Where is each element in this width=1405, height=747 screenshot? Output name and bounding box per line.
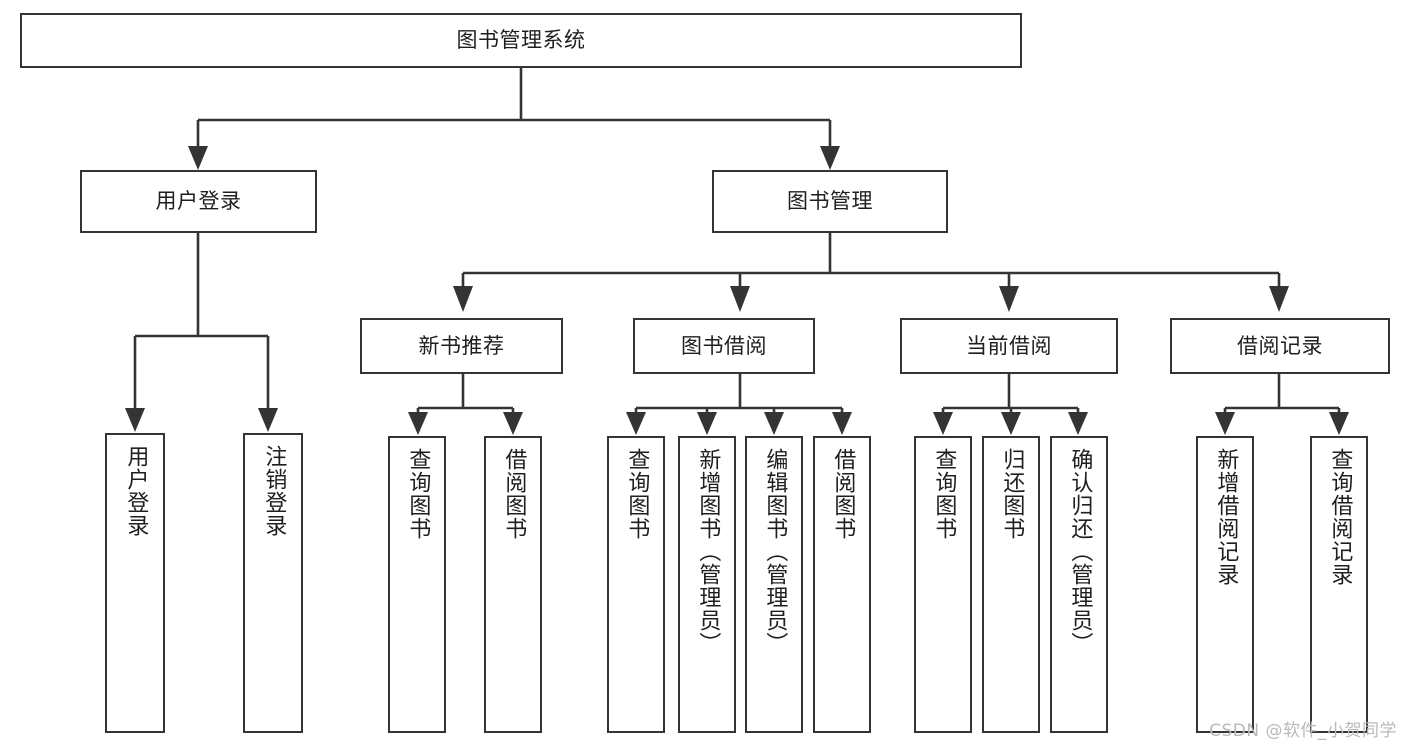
arrow-record-l1 bbox=[1215, 412, 1235, 435]
leaf-user-login-login[interactable]: 用户登录 bbox=[105, 433, 165, 733]
leaf-borrow-record-add[interactable]: 新增借阅记录 bbox=[1196, 436, 1254, 733]
node-book-management[interactable]: 图书管理 bbox=[712, 170, 948, 233]
leaf-label: 查询图书 bbox=[624, 448, 650, 540]
node-new-book-recommend-label: 新书推荐 bbox=[418, 333, 505, 358]
arrow-borrow-l1 bbox=[626, 412, 646, 435]
leaf-label: 确认归还（管理员） bbox=[1067, 448, 1093, 655]
node-new-book-recommend[interactable]: 新书推荐 bbox=[360, 318, 563, 374]
arrow-book-c1 bbox=[453, 286, 473, 312]
leaf-book-borrow-borrow[interactable]: 借阅图书 bbox=[813, 436, 871, 733]
node-current-borrow[interactable]: 当前借阅 bbox=[900, 318, 1118, 374]
leaf-user-login-logout[interactable]: 注销登录 bbox=[243, 433, 303, 733]
leaf-new-book-borrow[interactable]: 借阅图书 bbox=[484, 436, 542, 733]
arrow-user-l2 bbox=[258, 408, 278, 432]
leaf-book-borrow-edit[interactable]: 编辑图书（管理员） bbox=[745, 436, 803, 733]
leaf-label: 新增图书（管理员） bbox=[695, 448, 721, 655]
arrow-borrow-l2 bbox=[697, 412, 717, 435]
node-book-borrow[interactable]: 图书借阅 bbox=[633, 318, 815, 374]
arrow-record-l2 bbox=[1329, 412, 1349, 435]
arrow-new-l2 bbox=[503, 412, 523, 435]
node-root-label: 图书管理系统 bbox=[456, 28, 586, 53]
arrow-root-to-book bbox=[820, 146, 840, 170]
arrow-book-c2 bbox=[730, 286, 750, 312]
leaf-current-borrow-confirm-return[interactable]: 确认归还（管理员） bbox=[1050, 436, 1108, 733]
arrow-book-c3 bbox=[999, 286, 1019, 312]
leaf-label: 查询图书 bbox=[405, 448, 431, 540]
node-user-login-label: 用户登录 bbox=[155, 189, 242, 214]
arrow-current-l1 bbox=[933, 412, 953, 435]
arrow-book-c4 bbox=[1269, 286, 1289, 312]
leaf-book-borrow-query[interactable]: 查询图书 bbox=[607, 436, 665, 733]
node-book-borrow-label: 图书借阅 bbox=[681, 333, 767, 358]
leaf-label: 查询图书 bbox=[931, 448, 957, 540]
node-user-login[interactable]: 用户登录 bbox=[80, 170, 317, 233]
arrow-new-l1 bbox=[408, 412, 428, 435]
leaf-current-borrow-return[interactable]: 归还图书 bbox=[982, 436, 1040, 733]
arrow-current-l3 bbox=[1068, 412, 1088, 435]
node-borrow-record-label: 借阅记录 bbox=[1237, 333, 1323, 358]
arrow-root-to-user bbox=[188, 146, 208, 170]
leaf-label: 查询借阅记录 bbox=[1327, 448, 1353, 586]
node-current-borrow-label: 当前借阅 bbox=[966, 333, 1052, 358]
leaf-label: 编辑图书（管理员） bbox=[762, 448, 788, 655]
leaf-borrow-record-query[interactable]: 查询借阅记录 bbox=[1310, 436, 1368, 733]
leaf-label: 新增借阅记录 bbox=[1213, 448, 1239, 586]
leaf-new-book-query[interactable]: 查询图书 bbox=[388, 436, 446, 733]
arrow-borrow-l3 bbox=[764, 412, 784, 435]
leaf-label: 借阅图书 bbox=[501, 448, 527, 540]
node-root[interactable]: 图书管理系统 bbox=[20, 13, 1022, 68]
arrow-current-l2 bbox=[1001, 412, 1021, 435]
leaf-label: 借阅图书 bbox=[830, 448, 856, 540]
leaf-label: 用户登录 bbox=[123, 445, 149, 537]
node-borrow-record[interactable]: 借阅记录 bbox=[1170, 318, 1390, 374]
arrow-user-l1 bbox=[125, 408, 145, 432]
leaf-book-borrow-add[interactable]: 新增图书（管理员） bbox=[678, 436, 736, 733]
arrow-borrow-l4 bbox=[832, 412, 852, 435]
node-book-management-label: 图书管理 bbox=[787, 189, 873, 214]
watermark: CSDN @软件_小贺同学 bbox=[1209, 721, 1397, 741]
leaf-label: 注销登录 bbox=[261, 445, 287, 537]
leaf-current-borrow-query[interactable]: 查询图书 bbox=[914, 436, 972, 733]
leaf-label: 归还图书 bbox=[999, 448, 1025, 540]
